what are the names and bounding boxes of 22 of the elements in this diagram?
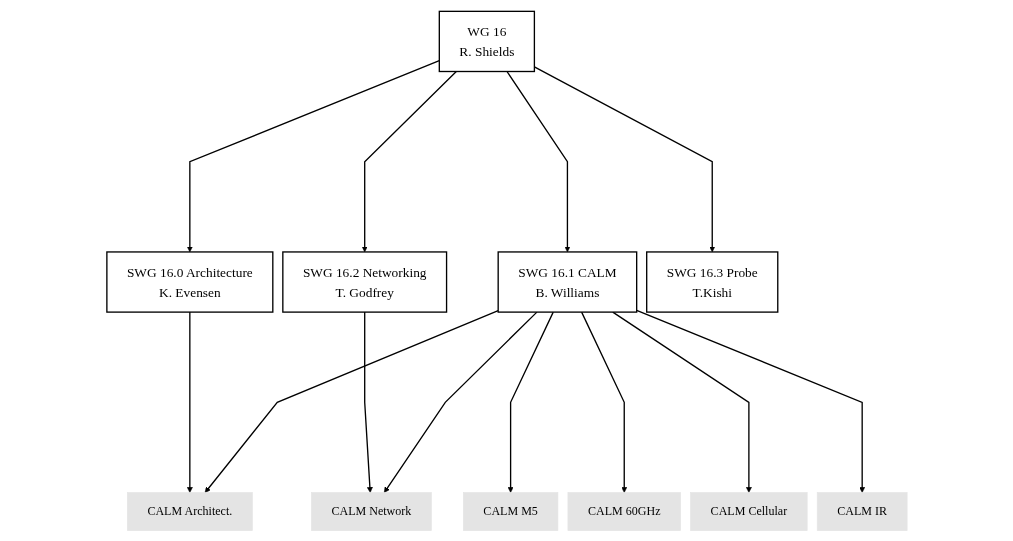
node-box: CALM 60GHz bbox=[567, 491, 681, 531]
arrow bbox=[507, 310, 554, 493]
node-box: SWG 16.3 Probe T.Kishi bbox=[645, 250, 778, 313]
arrow bbox=[361, 70, 457, 252]
arrow bbox=[383, 310, 538, 493]
node-box: SWG 16.0 Architecture K. Evensen bbox=[105, 250, 273, 313]
node-box: CALM IR bbox=[816, 491, 907, 531]
node-box: CALM M5 bbox=[462, 491, 558, 531]
arrow bbox=[505, 70, 570, 252]
node-box: WG 16 R. Shields bbox=[438, 10, 535, 72]
node-box: SWG 16.1 CALM B. Williams bbox=[497, 250, 637, 313]
node-box: CALM Cellular bbox=[689, 491, 808, 531]
arrow bbox=[580, 310, 627, 493]
node-box: SWG 16.2 Networking T. Godfrey bbox=[281, 250, 447, 313]
arrow bbox=[611, 310, 752, 493]
node-box: CALM Network bbox=[310, 491, 432, 531]
arrow bbox=[363, 310, 373, 493]
node-box: CALM Architect. bbox=[126, 491, 253, 531]
arrow bbox=[186, 310, 193, 493]
arrow bbox=[204, 309, 499, 493]
arrow bbox=[635, 309, 865, 493]
arrow bbox=[533, 65, 715, 252]
